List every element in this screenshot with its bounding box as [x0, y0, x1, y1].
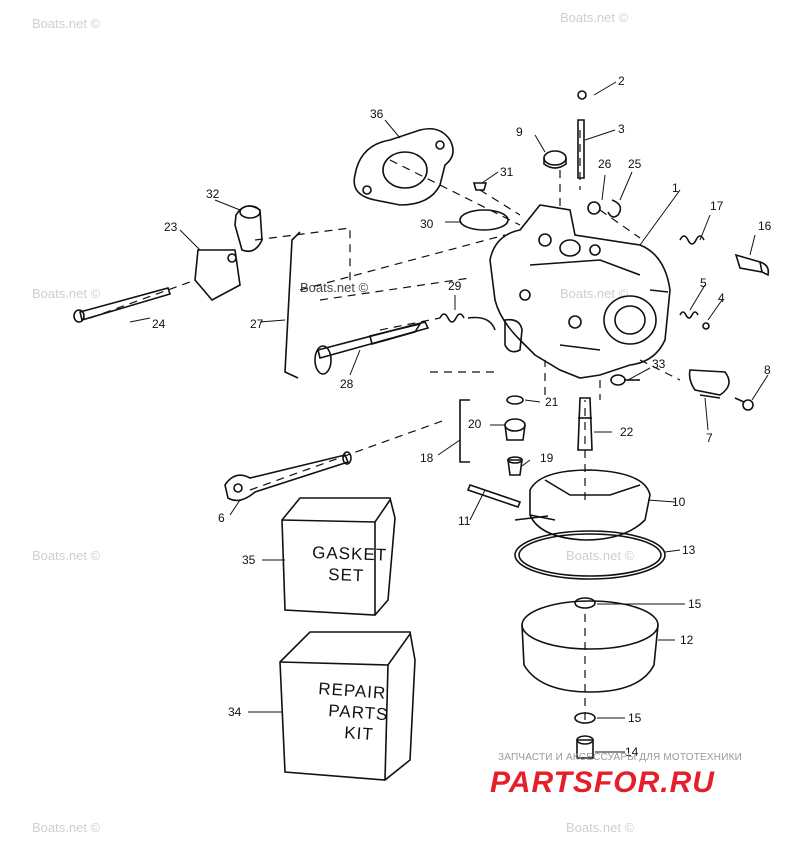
link-part-27	[284, 231, 301, 379]
callout-21: 21	[545, 395, 559, 409]
spring-part-17	[679, 235, 705, 245]
leader-lines	[129, 81, 769, 753]
callout-6: 6	[218, 511, 225, 525]
callout-11: 11	[458, 514, 471, 528]
spring-part-5	[679, 311, 699, 319]
plug-part-9	[543, 150, 567, 169]
clip-part-25	[607, 199, 622, 218]
callout-15-lower: 15	[628, 711, 642, 725]
gasket-set-line1: GASKET	[312, 543, 388, 565]
float-arm-part-7	[688, 369, 730, 399]
washer-part-26	[587, 201, 601, 215]
callout-28: 28	[340, 377, 354, 391]
screw-part-31	[472, 182, 488, 191]
callout-20: 20	[468, 417, 482, 431]
repair-kit-label: REPAIR PARTS KIT	[318, 679, 389, 744]
callout-33: 33	[652, 357, 666, 371]
callout-24: 24	[152, 317, 166, 331]
spring-part-29	[439, 313, 465, 323]
callout-18: 18	[420, 451, 434, 465]
washer-part-15	[574, 597, 596, 609]
watermark: Boats.net ©	[566, 548, 635, 563]
bracket-part-18	[459, 399, 470, 463]
carburetor-body-part-1	[489, 204, 671, 379]
throttle-shaft-part-6	[224, 451, 352, 502]
callout-23: 23	[164, 220, 178, 234]
gasket-set-line2: SET	[328, 565, 365, 585]
repair-kit-line1: REPAIR	[318, 679, 387, 703]
callout-35: 35	[242, 553, 256, 567]
float-part-10	[514, 469, 651, 541]
footer-caption: ЗАПЧАСТИ И АКСЕССУАРЫ ДЛЯ МОТОТЕХНИКИ	[498, 752, 743, 763]
callout-5: 5	[700, 276, 707, 290]
gasket-part-36	[353, 127, 454, 206]
callout-labels: 1 2 3 4 5 6 7 8 9 10 11 12 13 14 15 15 1…	[152, 74, 772, 759]
watermark: Boats.net ©	[32, 286, 101, 301]
callout-36: 36	[370, 107, 384, 121]
repair-kit-line2: PARTS	[328, 701, 389, 724]
choke-shaft-part-28	[314, 321, 430, 375]
footer-brand-logo: PARTSFOR.RU	[490, 766, 715, 799]
washer-part-15b	[574, 712, 596, 724]
callout-1: 1	[672, 181, 679, 195]
callout-22: 22	[620, 425, 634, 439]
float-bowl-gasket-inner	[518, 533, 662, 577]
callout-30: 30	[420, 217, 434, 231]
o-ring-part-21	[506, 395, 524, 405]
needle-valve-part-19	[507, 456, 523, 476]
callout-2: 2	[618, 74, 625, 88]
callout-17: 17	[710, 199, 724, 213]
needle-part-3	[577, 90, 587, 179]
pin-part-11	[466, 483, 522, 509]
needle-seat-part-22	[577, 397, 593, 451]
drain-plug-part-14	[576, 735, 594, 759]
watermark: Boats.net ©	[566, 820, 635, 835]
callout-12: 12	[680, 633, 694, 647]
float-bowl-gasket-part-13	[514, 530, 666, 580]
spring-tail-29	[467, 316, 496, 331]
callout-7: 7	[706, 431, 713, 445]
callout-19: 19	[540, 451, 554, 465]
watermark: Boats.net ©	[560, 10, 629, 25]
watermark: Boats.net ©	[560, 286, 629, 301]
callout-34: 34	[228, 705, 242, 719]
shaft-part-24	[73, 287, 172, 323]
callout-25: 25	[628, 157, 642, 171]
callout-26: 26	[598, 157, 612, 171]
dashed-guides	[89, 130, 681, 720]
callout-3: 3	[618, 122, 625, 136]
float-bowl-part-12	[521, 600, 659, 693]
callout-15: 15	[688, 597, 702, 611]
gasket-set-label: GASKET SET	[312, 543, 388, 585]
watermark: Boats.net ©	[32, 820, 101, 835]
callout-31: 31	[500, 165, 514, 179]
valve-disc-part-30	[459, 209, 509, 231]
callout-14: 14	[625, 745, 639, 759]
bracket-part-23	[194, 205, 263, 302]
screw-part-16	[734, 253, 770, 277]
repair-kit-box-part-34	[279, 631, 416, 781]
callout-9: 9	[516, 125, 523, 139]
gasket-set-box-part-35	[281, 497, 396, 616]
screw-part-33	[610, 374, 640, 386]
callout-16: 16	[758, 219, 772, 233]
callout-8: 8	[764, 363, 771, 377]
callout-29: 29	[448, 279, 462, 293]
callout-27: 27	[250, 317, 264, 331]
callout-10: 10	[672, 495, 686, 509]
ball-part-4	[702, 322, 710, 330]
jet-part-20	[504, 418, 526, 441]
repair-kit-line3: KIT	[344, 723, 375, 744]
watermark-center: Boats.net ©	[300, 280, 369, 295]
callout-4: 4	[718, 291, 725, 305]
watermark: Boats.net ©	[32, 548, 101, 563]
watermark: Boats.net ©	[32, 16, 101, 31]
callout-32: 32	[206, 187, 220, 201]
callout-13: 13	[682, 543, 696, 557]
screw-part-8	[734, 397, 754, 411]
